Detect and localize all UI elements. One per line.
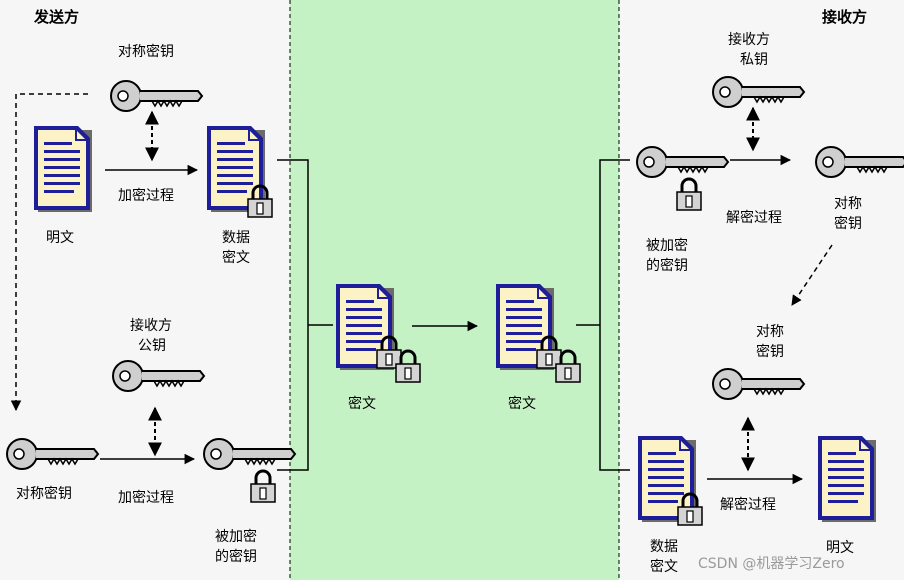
watermark: CSDN @机器学习Zero [698,556,845,572]
symmetric-key-icon [712,368,805,400]
key-transfer-dashed-arrow [791,244,833,306]
receiver-title: 接收方 [822,8,867,26]
recv-priv-label-1: 接收方 [728,31,770,48]
sym-key-right-mid-label-1: 对称 [756,324,784,340]
data-cipher-left-label-2: 密文 [222,249,250,266]
data-cipher-right-label-2: 密文 [650,558,678,575]
plaintext-doc-icon [817,435,877,523]
decrypt-top-label: 解密过程 [726,209,782,226]
sym-key-right-top-label-2: 密钥 [834,215,862,232]
encrypted-key-icon [203,438,296,470]
key-reuse-dashed-arrow [10,93,88,412]
recv-pub-label-2: 公钥 [138,338,166,354]
symmetric-key-bottom-icon [6,438,99,470]
decrypt-bottom-label: 解密过程 [720,496,776,513]
data-cipher-right-label-1: 数据 [650,539,678,555]
enc-key-left-label-2: 的密钥 [215,548,257,565]
sender-title: 发送方 [33,8,79,26]
symmetric-key-icon [110,80,203,112]
enc-key-left-label-1: 被加密 [215,528,257,545]
private-key-icon [712,76,805,108]
cipher-mid-right-label: 密文 [508,395,536,412]
encrypt-top-label: 加密过程 [118,187,174,204]
enc-key-right-label-2: 的密钥 [646,257,688,274]
sym-key-right-mid-label-2: 密钥 [756,343,784,360]
recv-pub-label-1: 接收方 [130,317,172,334]
lock-icon [249,469,277,504]
symmetric-key-icon [815,146,904,178]
left-bracket [277,159,309,471]
encrypted-key-icon [636,146,729,178]
lock-icon [675,177,703,212]
sym-key-bottom-label: 对称密钥 [16,485,72,502]
plaintext-left-label: 明文 [46,230,74,246]
sym-key-right-top-label-1: 对称 [834,196,862,212]
sym-key-top-label: 对称密钥 [118,43,174,60]
enc-key-right-label-1: 被加密 [646,237,688,254]
right-bracket [599,159,630,471]
data-cipher-left-label-1: 数据 [222,230,250,246]
encrypt-bottom-label: 加密过程 [118,489,174,506]
plaintext-right-label: 明文 [826,540,854,556]
plaintext-doc-icon [33,125,93,213]
recv-priv-label-2: 私钥 [740,52,768,68]
cipher-mid-left-label: 密文 [348,395,376,412]
public-key-icon [112,360,205,392]
